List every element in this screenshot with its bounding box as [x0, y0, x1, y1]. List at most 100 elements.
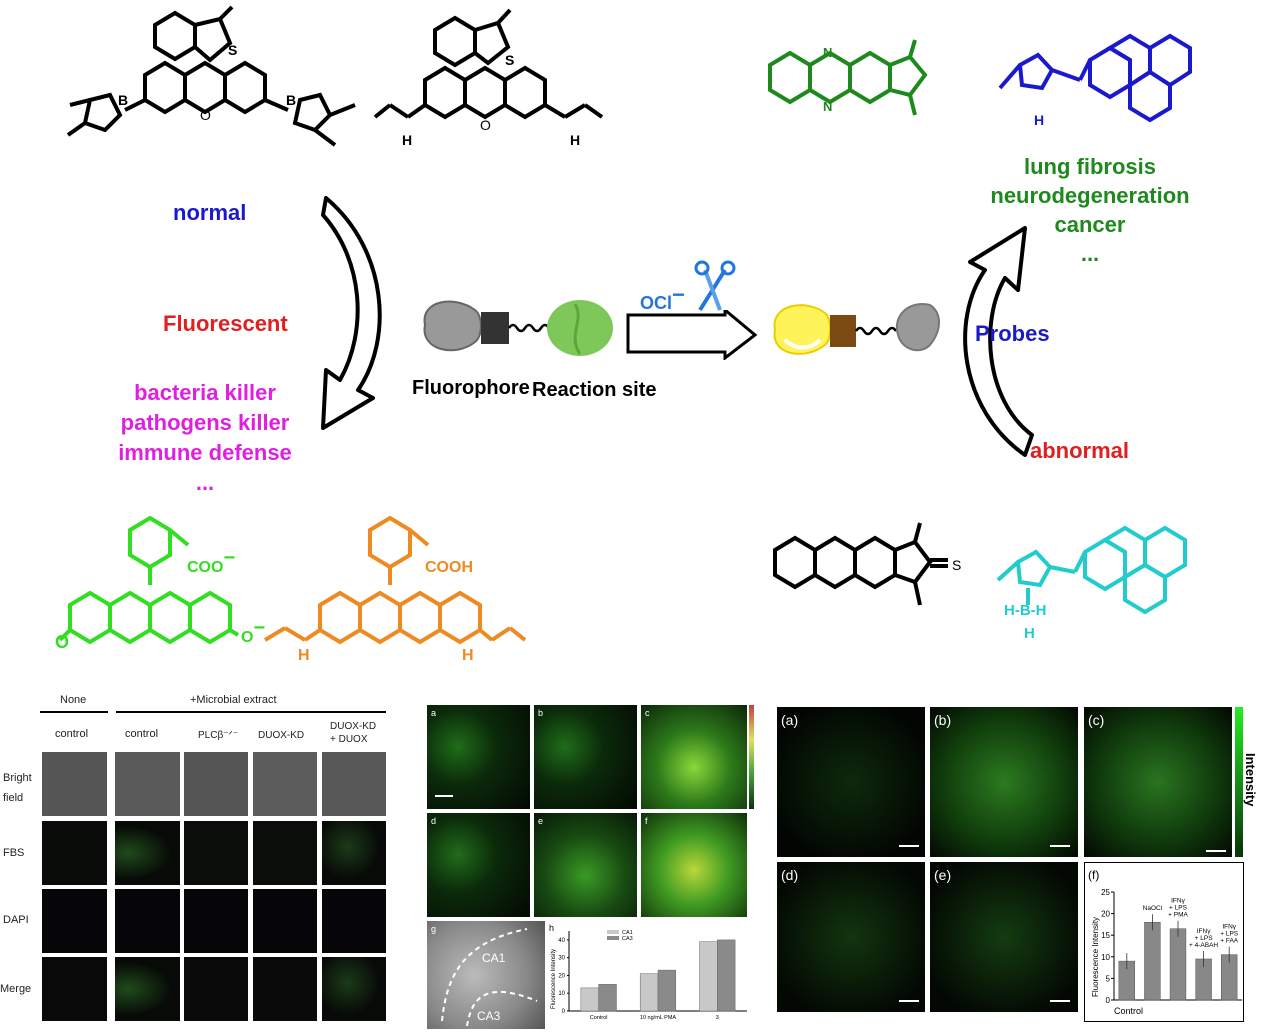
disease-item: neurodegeneration	[990, 183, 1190, 208]
structure-rhodamine-thiolactone: S O H H	[373, 8, 604, 148]
reaction-arrow	[626, 310, 758, 360]
x-tick-label: Control	[1114, 1006, 1143, 1016]
roles-list: bacteria killer pathogens killer immune …	[100, 378, 310, 498]
row-label: DAPI	[3, 914, 29, 926]
y-tick-label: 0	[562, 1009, 566, 1015]
probe-on-diagram	[773, 303, 940, 355]
svg-text:O: O	[200, 107, 211, 123]
scale-bar	[435, 795, 453, 797]
scale-bar	[1050, 1000, 1070, 1002]
color-scale-bar	[749, 705, 754, 809]
scale-bar	[899, 845, 919, 847]
row-label: Bright field	[3, 772, 32, 804]
row-label: FBS	[3, 847, 25, 859]
y-axis-label: Fluorescence Intensity	[1091, 917, 1100, 997]
svg-text:H: H	[1034, 112, 1044, 128]
disease-item: cancer	[1054, 212, 1126, 237]
column-header: PLCβ⁻ᐟ⁻	[198, 730, 238, 741]
tile-label: f	[645, 816, 648, 826]
bar	[1169, 928, 1187, 1001]
microscopy-tile: a	[427, 705, 530, 809]
o-minus-charge: −	[253, 617, 265, 639]
legend-label: CA1	[622, 930, 633, 936]
row-label: Merge	[0, 983, 32, 995]
bar	[580, 987, 599, 1012]
y-tick-label: 20	[558, 973, 565, 979]
microscopy-tile	[184, 821, 248, 885]
svg-text:H: H	[462, 647, 474, 664]
svg-text:S: S	[228, 42, 237, 58]
tile-label: (e)	[934, 867, 952, 883]
microscopy-tile: d	[427, 813, 530, 917]
svg-text:H: H	[570, 132, 580, 148]
x-tick-label: 10 ng/mL PMA	[640, 1015, 677, 1021]
microscopy-tile	[115, 752, 180, 816]
y-tick-label: 25	[1101, 888, 1110, 897]
column-header: control	[55, 728, 89, 740]
column-header: DUOX-KD	[258, 730, 305, 741]
ocl-label: OCl−	[640, 282, 685, 314]
disease-item: ...	[1080, 241, 1100, 266]
bar	[639, 973, 659, 1012]
scale-bar	[1050, 845, 1070, 847]
probe-off-diagram	[423, 300, 613, 356]
microscopy-tile: e	[534, 813, 637, 917]
microscopy-tile: (a)	[777, 707, 925, 857]
group-microbial-label: +Microbial extract	[190, 694, 277, 706]
svg-text:H-B-H: H-B-H	[1004, 602, 1047, 619]
microscopy-tile	[184, 889, 248, 953]
x-tick-label: 3	[716, 1015, 719, 1021]
curved-arrow-down-left	[321, 196, 382, 430]
svg-text:S: S	[952, 557, 961, 573]
structure-phenazine-imidazolium: N N	[768, 39, 928, 116]
role-item: immune defense	[118, 440, 292, 465]
hippocampus-image: g CA1 CA3	[427, 921, 545, 1029]
tile-label: c	[645, 708, 650, 718]
region-outline	[441, 928, 538, 1027]
probes-label: Probes	[975, 321, 1050, 346]
svg-text:B: B	[118, 92, 128, 108]
fluorescent-label: Fluorescent	[163, 311, 288, 336]
ca1-label: CA1	[482, 951, 506, 965]
microscopy-grid-right: (a) (b) (c) Intensity (d) (e) (f) Fluore…	[775, 705, 1258, 1025]
legend-swatch	[607, 930, 619, 934]
tile-label: (c)	[1088, 712, 1105, 728]
legend-label: CA3	[622, 936, 633, 942]
bar	[699, 941, 718, 1012]
bar	[598, 984, 617, 1012]
tile-label: b	[538, 708, 544, 718]
abnormal-label: abnormal	[1030, 438, 1130, 463]
role-item: pathogens killer	[120, 410, 290, 435]
intensity-label: Intensity	[1243, 753, 1258, 807]
tile-label: (d)	[781, 867, 799, 883]
microscopy-tile	[322, 752, 386, 816]
scale-bar	[1206, 850, 1226, 852]
socket-icon	[830, 315, 856, 347]
coo-charge: −	[223, 547, 235, 569]
scale-bar	[899, 1000, 919, 1002]
svg-text:O: O	[55, 632, 69, 652]
normal-label: normal	[173, 200, 247, 225]
tile-label: e	[538, 816, 544, 826]
svg-text:O−: O−	[241, 617, 265, 646]
microscopy-tile	[42, 889, 107, 953]
microscopy-tile	[322, 957, 386, 1021]
y-tick-label: 40	[558, 938, 565, 944]
structure-pyrene-imidazolium: H	[998, 33, 1192, 128]
microscopy-tile	[184, 957, 248, 1021]
divider-line	[116, 711, 386, 713]
y-tick-label: 10	[1101, 953, 1110, 962]
structure-rhodamine-open: COOH H H	[263, 515, 527, 664]
bar-annotation: IFNγ+ LPS+ FAA	[1220, 924, 1239, 945]
role-item: ...	[195, 470, 215, 495]
bar	[717, 939, 736, 1012]
column-header: control	[125, 728, 159, 740]
column-header: DUOX-KD + DUOX	[330, 721, 377, 745]
tile-label: (a)	[781, 712, 799, 728]
microscopy-tile	[253, 752, 317, 816]
coo-text: COO	[187, 559, 223, 576]
chart-frame	[1084, 862, 1244, 1022]
microscopy-tile	[115, 889, 180, 953]
y-axis-label: Fluorescence Intensity	[551, 949, 557, 1009]
